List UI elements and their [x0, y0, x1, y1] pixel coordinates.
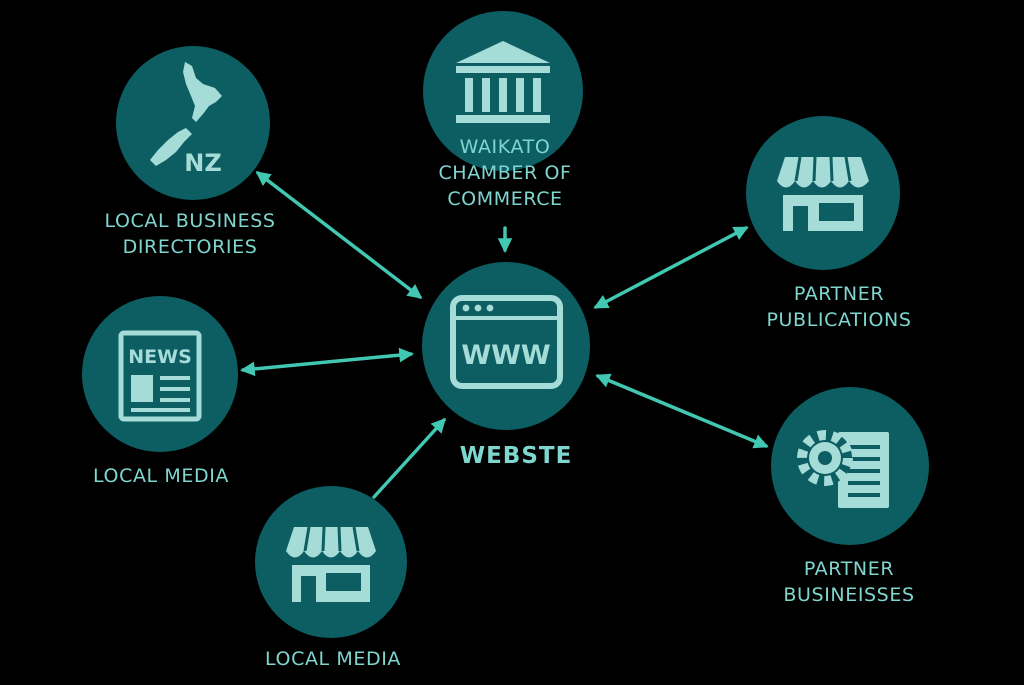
newspaper-icon: NEWS — [118, 330, 202, 422]
arrow-businesses — [595, 373, 769, 449]
media-store-node — [255, 486, 407, 638]
media-store-label: LOCAL MEDIA — [265, 648, 401, 670]
arrow-media-store — [372, 417, 446, 499]
media-news-label: LOCAL MEDIA — [93, 465, 229, 487]
storefront-icon — [777, 156, 869, 231]
gear-document-icon — [797, 430, 889, 508]
browser-window-icon: WWW — [450, 295, 563, 389]
www-text: WWW — [461, 340, 550, 371]
directories-node: NZ — [116, 46, 270, 200]
directories-label: LOCAL BUSINESS DIRECTORIES — [104, 210, 276, 258]
news-text: NEWS — [128, 346, 192, 368]
businesses-label: PARTNER BUSINEISSES — [783, 558, 915, 606]
arrow-publications — [593, 226, 749, 309]
publications-node — [746, 116, 900, 270]
media-news-node: NEWS — [82, 296, 238, 452]
nz-text: NZ — [184, 149, 222, 177]
businesses-node — [771, 387, 929, 545]
gear-icon — [797, 430, 853, 486]
chamber-node — [423, 11, 583, 171]
website-label: WEBSTE — [459, 443, 573, 469]
arrows — [240, 171, 769, 499]
storefront-icon — [286, 526, 376, 602]
bank-building-icon — [456, 41, 550, 123]
nz-map-icon: NZ — [150, 62, 222, 177]
arrow-directories — [255, 171, 423, 299]
chamber-label: WAIKATO CHAMBER OF COMMERCE — [438, 136, 572, 210]
website-node: WWW — [422, 262, 590, 430]
arrow-media-news — [240, 347, 414, 377]
publications-label: PARTNER PUBLICATIONS — [766, 283, 912, 331]
